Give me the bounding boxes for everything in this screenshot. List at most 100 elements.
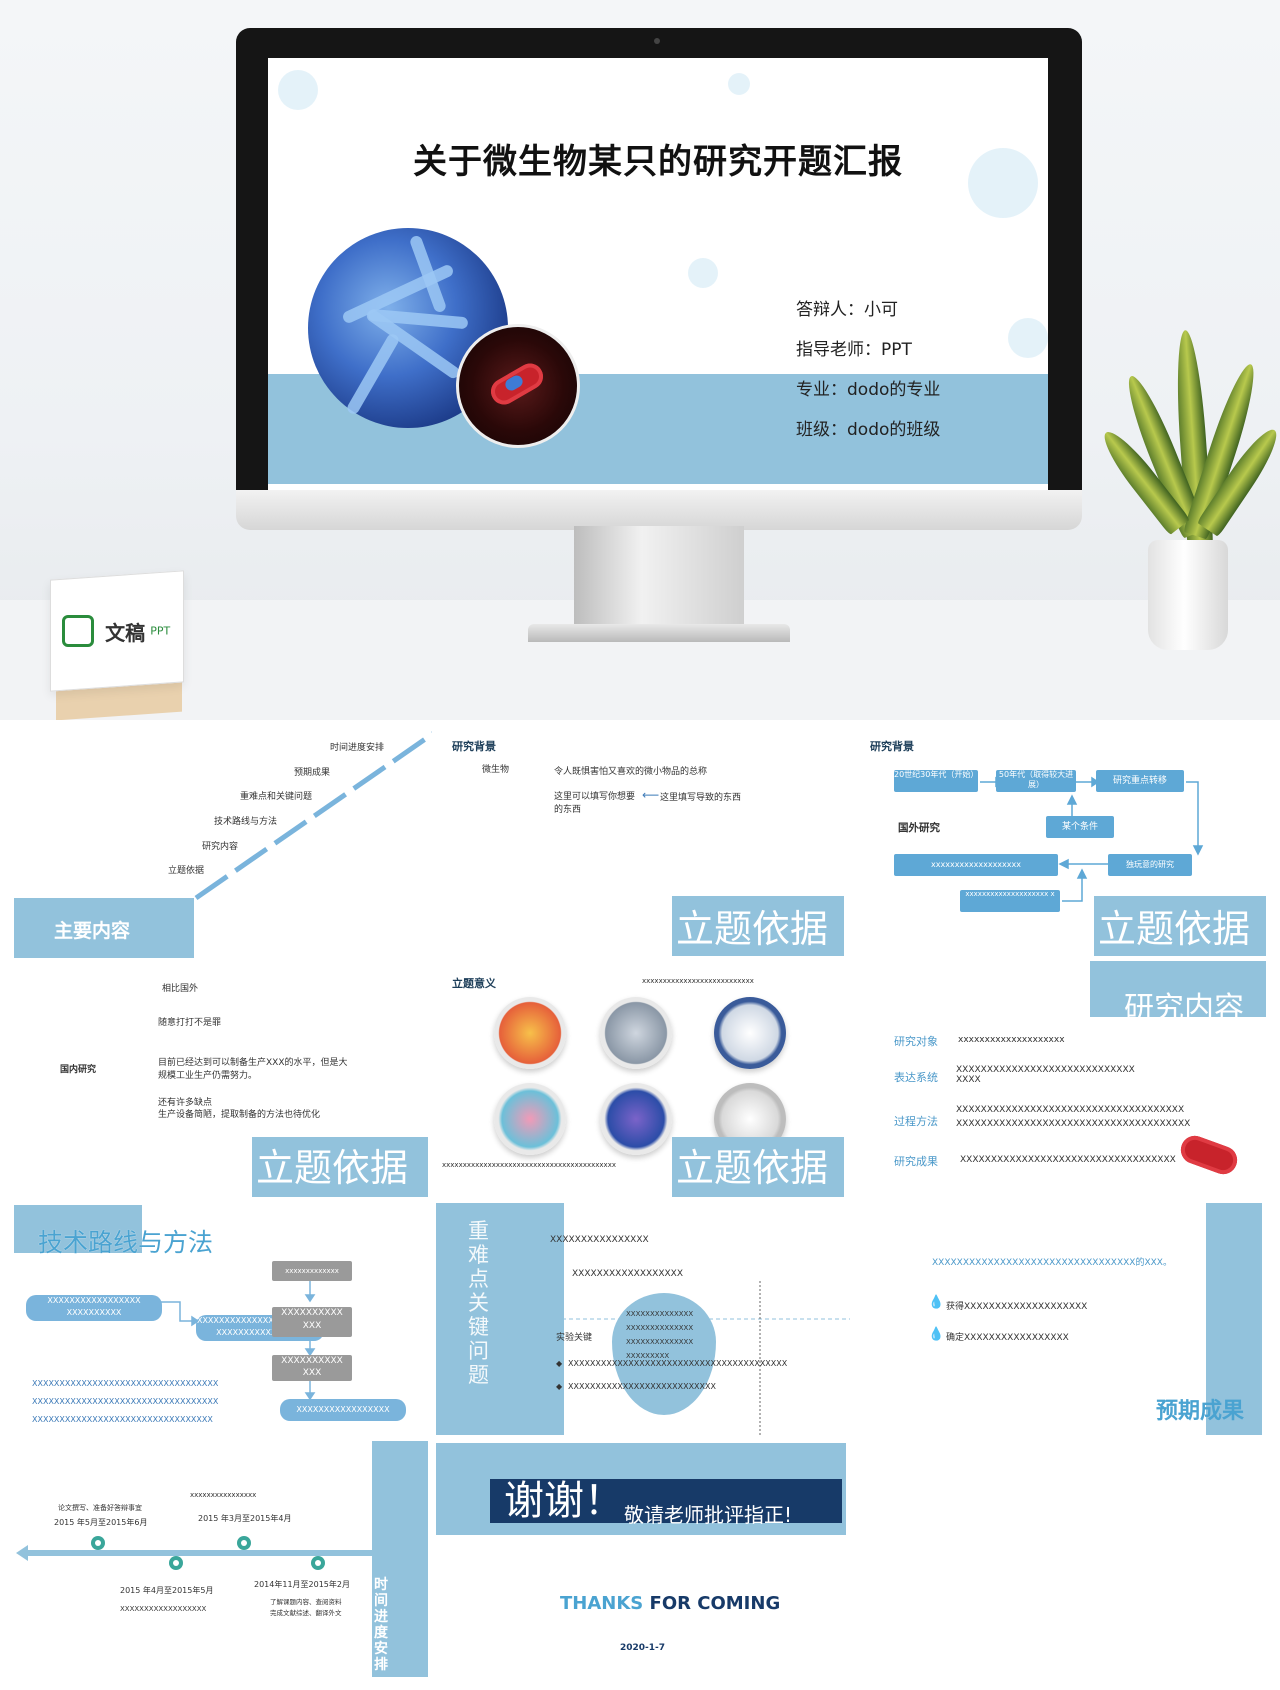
route-box: XXXXXXXXXX XXX (272, 1307, 352, 1337)
slide-title: 研究内容 (1124, 991, 1244, 1026)
cover-title: 关于微生物某只的研究开题汇报 (413, 142, 903, 182)
thanks-main: 谢谢！ (504, 1478, 624, 1524)
meaning-top: xxxxxxxxxxxxxxxxxxxxxxxxxxx (642, 977, 754, 985)
advisor-line: 指导老师：PPT (796, 340, 912, 360)
bacteria-icon (1176, 1131, 1242, 1179)
thread-spools-photo (600, 1083, 672, 1155)
timeline-date: 2015 年3月至2015年4月 (198, 1514, 292, 1523)
key-label: 实验关键 (556, 1333, 593, 1343)
toc-label: 主要内容 (54, 920, 131, 942)
slide-title: 技术路线与方法 (38, 1228, 214, 1257)
route-line: XXXXXXXXXXXXXXXXXXXXXXXXXXXXXXXXXX (32, 1379, 219, 1388)
class-line: 班级：dodo的班级 (796, 420, 941, 440)
slide-background-2: 研究背景 20世纪30年代（开始） 50年代（取得较大进展） 研究重点转移 某个… (850, 726, 1266, 961)
definition: 令人既惧害怕又喜欢的微小物品的总称 (554, 767, 708, 777)
section-heading: 研究背景 (870, 740, 914, 753)
content-value: XXXXXXXXXXXXXXXXXXXXXXXXXXXXXXXXXXX (960, 1155, 1176, 1165)
slide-content: 研究内容 研究对象 xxxxxxxxxxxxxxxxxxxx 表达系统 XXXX… (850, 961, 1266, 1199)
slide-title: 立题依据 (676, 907, 829, 951)
result-item: 获得XXXXXXXXXXXXXXXXXXXX (946, 1302, 1088, 1312)
major-line: 专业：dodo的专业 (796, 380, 941, 400)
content-key: 研究对象 (894, 1035, 938, 1048)
title-box (1094, 896, 1266, 956)
monitor-chin (236, 490, 1082, 530)
key-line: XXXXXXXXXXXXXXXXXX (572, 1269, 683, 1279)
monitor-screen: 关于微生物某只的研究开题汇报 答辩人：小可 指导老师：PPT 专业：dodo的专… (268, 58, 1048, 490)
section-heading: 立题意义 (452, 977, 496, 990)
slide-domestic: 相比国外 随意打打不是罪 国内研究 目前已经达到可以制备生产XXX的水平，但是大… (14, 961, 432, 1199)
timeline-sidebar (372, 1441, 428, 1677)
timeline-note: XXXXXXXXXXXXXXXXXX (120, 1605, 207, 1613)
note-2: 这里填写导致的东西 (660, 793, 742, 803)
domestic-label: 国内研究 (60, 1065, 97, 1075)
diagonal-line (194, 731, 432, 901)
key-line: XXXXXXXXXXXXXXXX (550, 1235, 649, 1245)
domestic-line: 生产设备简陋，提取制备的方法也待优化 (158, 1110, 321, 1120)
thanks-sub: 敬请老师批评指正! (624, 1503, 793, 1527)
key-vertical-title: 重难点关键问题 (468, 1219, 489, 1387)
monitor-foot (528, 624, 790, 642)
slide-title: 立题依据 (676, 1146, 829, 1190)
content-value: XXXXXXXXXXXXXXXXXXXXXXXXXXXXXXXXXXXXX XX… (956, 1105, 1191, 1129)
flow-node: 50年代（取得较大进展） (996, 770, 1076, 792)
key-guides (492, 1281, 850, 1435)
timeline-note: xxxxxxxxxxxxxxxx (190, 1491, 257, 1499)
for-coming-words: FOR COMING (649, 1593, 781, 1614)
result-item: 确定XXXXXXXXXXXXXXXXX (946, 1333, 1069, 1343)
timeline-date: 2014年11月至2015年2月 (254, 1580, 350, 1589)
flow-node: xxxxxxxxxxxxxxxxxxxx x (960, 890, 1060, 912)
title-box (1090, 961, 1266, 1017)
flow-node: 独玩意的研究 (1108, 854, 1192, 876)
route-line: XXXXXXXXXXXXXXXXXXXXXXXXXXXXXXXXX (32, 1415, 213, 1424)
toc-item: 预期成果 (294, 768, 331, 778)
camera-dot (654, 38, 660, 44)
title-box (672, 896, 844, 956)
hero-mockup: 关于微生物某只的研究开题汇报 答辩人：小可 指导老师：PPT 专业：dodo的专… (0, 0, 1280, 720)
timeline-date: 2015 年5月至2015年6月 (54, 1518, 148, 1527)
thanks-dark-bar (490, 1479, 842, 1523)
slide-timeline: 时间进度安排 xxxxxxxxxxxxxxxx 论文撰写、准备好答辩事宜 201… (14, 1437, 432, 1677)
toc-item: 时间进度安排 (330, 743, 385, 753)
monitor-stand (574, 526, 744, 626)
plant-pot (1148, 540, 1228, 650)
meaning-bottom: xxxxxxxxxxxxxxxxxxxxxxxxxxxxxxxxxxxxxxxx… (442, 1161, 616, 1169)
slide-title: 立题依据 (256, 1146, 409, 1190)
timeline-note: 论文撰写、准备好答辩事宜 (58, 1504, 142, 1512)
logo-text: 文稿 (105, 620, 146, 645)
bullet-diamond-icon: ◆ (556, 1359, 563, 1368)
arrow-left-icon: ⟵ (642, 788, 660, 802)
bacteria-closeup-image (456, 324, 580, 448)
note-1: 这里可以填写你想要的东西 (554, 792, 636, 815)
toc-item: 立题依据 (168, 866, 205, 876)
slide-result: XXXXXXXXXXXXXXXXXXXXXXXXXXXXXXXXX的XXX。 💧… (850, 1199, 1266, 1437)
slide-title: 立题依据 (1098, 907, 1251, 951)
route-box: XXXXXXXXXXXXXXXXX (280, 1399, 406, 1421)
route-box: XXXXXXXXXXXXXXXXX XXXXXXXXXX (26, 1295, 162, 1321)
domestic-line: 随意打打不是罪 (158, 1018, 222, 1028)
title-box (14, 1205, 142, 1253)
powder-jar-photo (714, 997, 786, 1069)
content-value: xxxxxxxxxxxxxxxxxxxx (958, 1035, 1065, 1045)
domestic-line: 目前已经达到可以制备生产XXX的水平，但是大规模工业生产仍需努力。 (158, 1058, 348, 1081)
slide-thanks: 谢谢！ 敬请老师批评指正! THANKS FOR COMING 2020-1-7 (432, 1437, 850, 1677)
flow-node: 20世纪30年代（开始） (894, 770, 978, 792)
drop-shape (612, 1293, 716, 1415)
content-key: 表达系统 (894, 1071, 938, 1084)
drinks-photo (494, 997, 566, 1069)
droplet-icon: 💧 (928, 1295, 945, 1310)
thanks-for-coming: THANKS FOR COMING (560, 1593, 780, 1614)
logo-sub: PPT (150, 624, 171, 638)
slide-background-1: 研究背景 微生物 令人既惧害怕又喜欢的微小物品的总称 这里可以填写你想要的东西 … (432, 726, 850, 961)
compare-label: 相比国外 (162, 984, 199, 994)
flow-node: xxxxxxxxxxxxxxxxxxx (894, 854, 1058, 876)
route-arrows (160, 1281, 316, 1401)
term: 微生物 (482, 765, 510, 775)
content-key: 过程方法 (894, 1115, 938, 1128)
flow-node: 某个条件 (1046, 816, 1114, 838)
slide-meaning: 立题意义 xxxxxxxxxxxxxxxxxxxxxxxxxxx xxxxxxx… (432, 961, 850, 1199)
slide-blank (850, 1437, 1266, 1677)
toc-label-box (14, 898, 194, 958)
presenter-line: 答辩人：小可 (796, 300, 898, 320)
timeline-date: 2015 年4月至2015年5月 (120, 1586, 214, 1595)
